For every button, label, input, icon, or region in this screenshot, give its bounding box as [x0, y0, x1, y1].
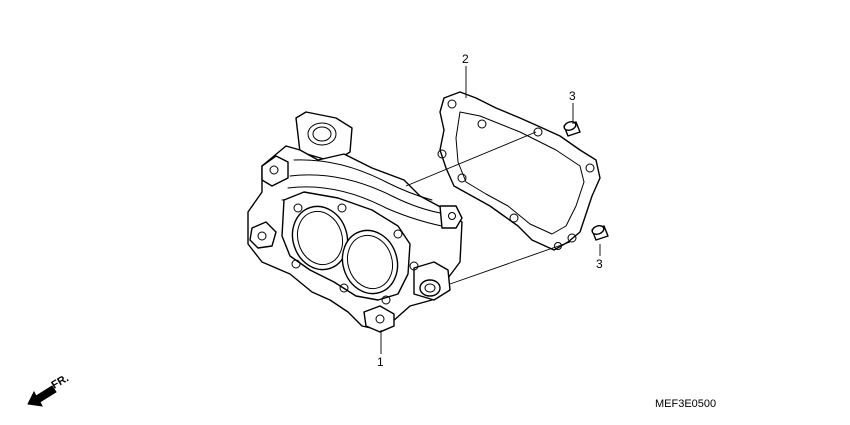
alignment-lines: [405, 131, 571, 285]
callout-label-3-bottom: 3: [596, 257, 603, 271]
front-direction-arrow-icon: [27, 385, 57, 407]
callout-label-1: 1: [377, 355, 384, 369]
callout-leaders: [380, 66, 601, 354]
diagram-code: MEF3E0500: [655, 398, 716, 410]
front-direction-label: FR.: [50, 372, 71, 391]
gasket-part: [437, 91, 601, 251]
cylinder-part: [247, 111, 463, 333]
callout-label-2: 2: [462, 52, 469, 66]
callout-label-3-top: 3: [569, 89, 576, 103]
dowel-pin-bottom: [591, 225, 609, 241]
dowel-pin-top: [563, 121, 581, 137]
